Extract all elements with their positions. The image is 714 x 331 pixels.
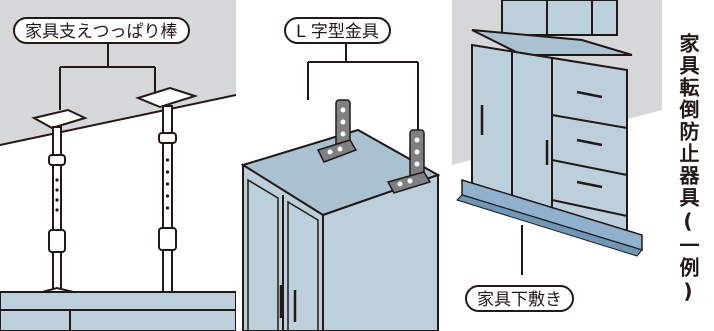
tension-rod-left (16, 108, 94, 310)
l-bracket-label: L 字型金具 (284, 17, 391, 44)
furniture-mat-label: 家具下敷き (465, 285, 574, 312)
furniture-top-left (0, 291, 236, 331)
furniture-mat-panel (452, 0, 662, 331)
l-bracket-right (386, 129, 432, 194)
caption-title: 家具転倒防止器具(一例) (676, 33, 700, 305)
tension-rod-label: 家具支えつっぱり棒 (13, 17, 190, 44)
l-bracket-panel (238, 0, 450, 331)
l-bracket-left (316, 99, 358, 163)
tension-rod-right (126, 86, 209, 317)
upper-cabinet (501, 0, 618, 36)
tension-rod-panel (0, 0, 236, 331)
